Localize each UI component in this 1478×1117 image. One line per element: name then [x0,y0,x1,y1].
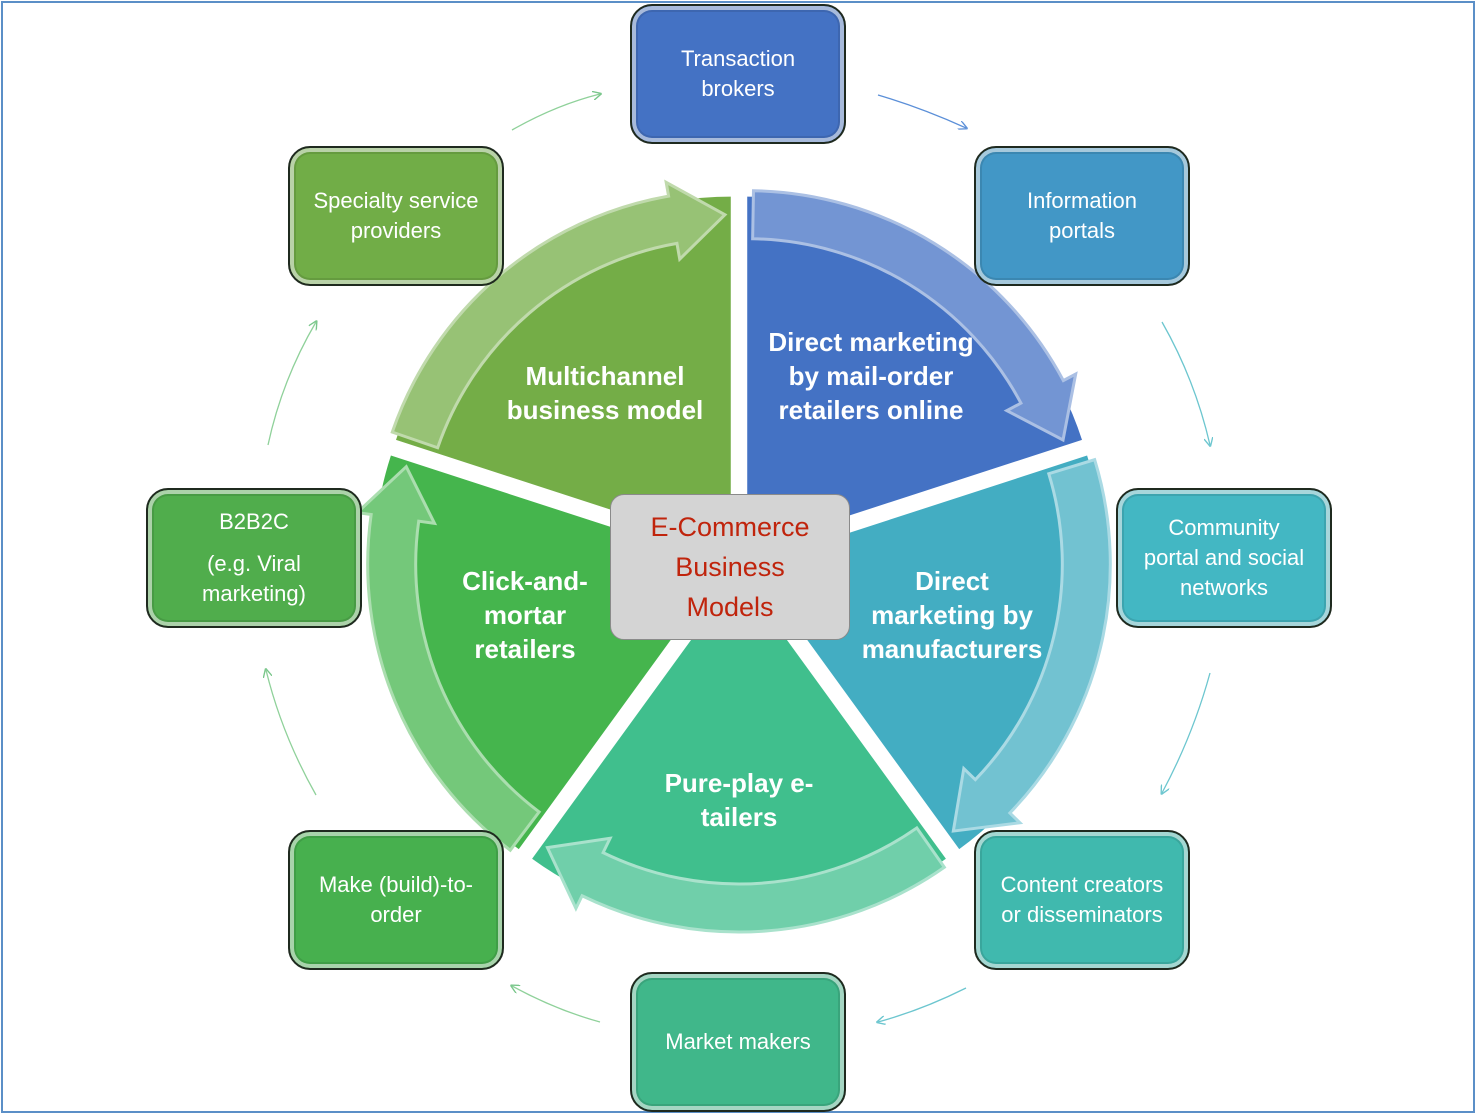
box-line: marketing) [202,581,306,606]
segment-label-direct-mail-order: Direct marketing by mail-order retailers… [768,327,974,425]
rim-arrow-multichannel [390,179,728,450]
box-line: Make (build)-to- [318,872,474,897]
box-line: Market makers [665,1029,811,1054]
box-line: Content creators [1000,872,1164,897]
segment-label-pure-play: Pure-play e-tailers [664,768,814,832]
box-line: B2B2C [219,509,289,534]
box-line: providers [350,218,442,243]
rim-arrows [353,179,1112,934]
box-line: Information [1026,188,1138,213]
box-line: Community [1168,515,1280,540]
box-line: order [370,902,422,927]
box-line: or disseminators [1001,902,1163,927]
cycle-arrow-4 [1162,672,1211,793]
cycle-arrow-6 [512,986,601,1023]
box-community-portal: Community portal and social networks [1116,488,1332,628]
box-content-creators: Content creators or disseminators [974,830,1190,970]
rim-arrow-pure-play [545,825,947,934]
box-line: brokers [701,76,775,101]
rim-arrow-direct-mail-order [751,189,1078,443]
box-line: Transaction [680,46,796,71]
rim-arrow-direct-manufacturers [951,457,1112,833]
box-b2b2c: B2B2C (e.g. Viral marketing) [146,488,362,628]
center-title: E-Commerce Business Models [650,512,810,622]
box-information-portals: Information portals [974,146,1190,286]
box-text: Information portals [1027,186,1137,246]
box-line: (e.g. Viral [207,551,301,576]
box-line: portals [1048,218,1116,243]
box-text: Specialty service providers [313,186,478,246]
segment-label-click-and-mortar: Click-and-mortar retailers [462,566,588,664]
cycle-arrow-3 [1161,321,1210,445]
segment-direct-mail-order [747,196,1083,549]
box-line: networks [1179,575,1269,600]
segment-label-direct-manufacturers: Direct marketing by manufacturers [861,566,1043,664]
cycle-arrow-8 [267,322,316,446]
box-transaction-brokers: Transaction brokers [630,4,846,144]
box-text: Community portal and social networks [1144,513,1304,603]
box-line: portal and social [1143,545,1305,570]
box-specialty-service: Specialty service providers [288,146,504,286]
segment-pure-play [532,574,946,927]
outer-cycle-arrows [266,94,1210,1022]
box-market-makers: Market makers [630,972,846,1112]
segment-multichannel [395,196,731,549]
center-title-box: E-Commerce Business Models [610,494,850,640]
box-text: B2B2C (e.g. Viral marketing) [202,507,306,609]
box-text: Make (build)-to-order [319,870,473,930]
box-text: Content creators or disseminators [1001,870,1164,930]
box-line: Specialty service [313,188,479,213]
box-text: Market makers [665,1027,810,1057]
cycle-arrow-2 [877,94,966,128]
segment-label-multichannel: Multichannel business model [506,361,704,425]
cycle-arrow-1 [511,94,600,131]
box-text: Transaction brokers [681,44,795,104]
box-make-to-order: Make (build)-to-order [288,830,504,970]
rim-arrow-click-and-mortar [353,464,542,853]
cycle-arrow-7 [266,670,317,796]
cycle-arrow-5 [878,987,967,1022]
